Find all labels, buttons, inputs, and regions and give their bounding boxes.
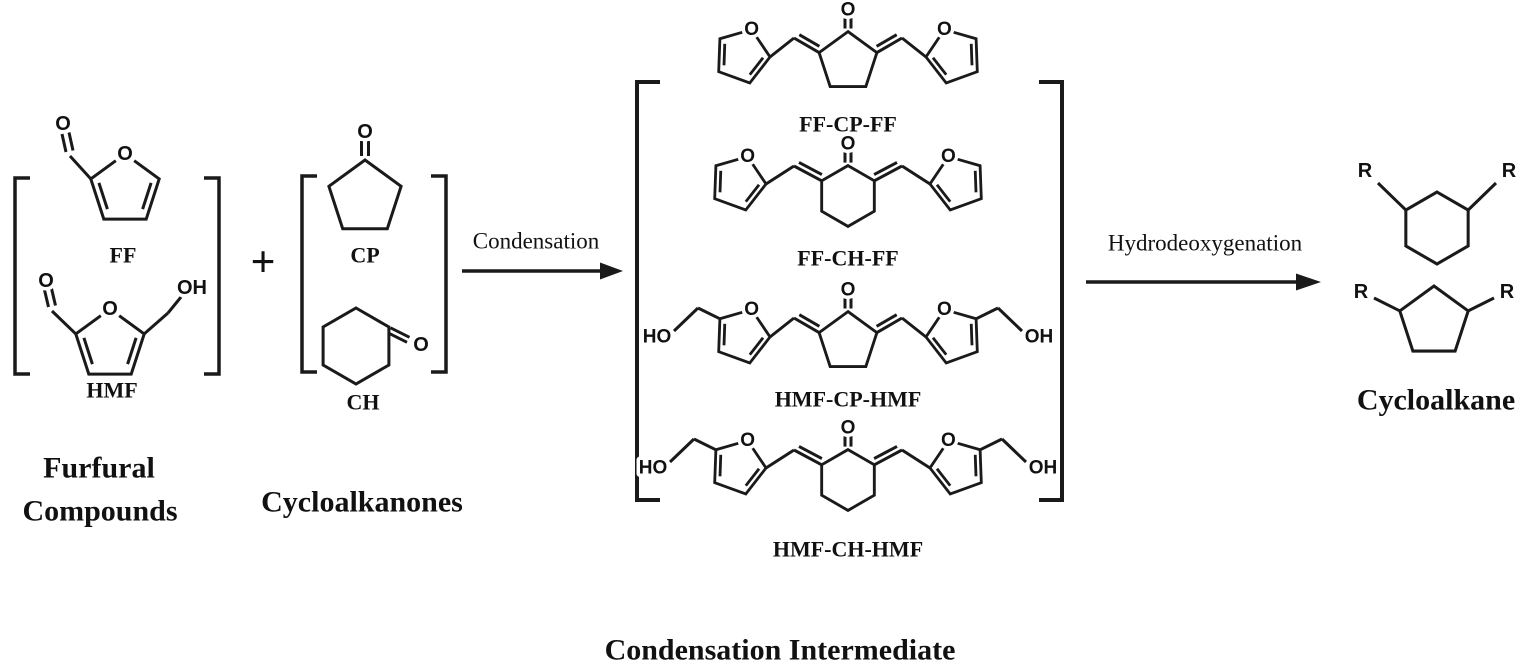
cp-bonds	[327, 141, 403, 231]
ff-ch-ff-ring	[820, 164, 876, 228]
furfural-caption-line1: Furfural	[43, 452, 155, 485]
hmf-ring-oxygen-label: O	[102, 298, 118, 320]
r-cyclohexane-structure: R R	[1354, 157, 1520, 266]
cp-label: CP	[350, 243, 379, 268]
ch-label: CH	[347, 390, 380, 415]
hmf-ch-hmf-bonds	[668, 434, 1028, 512]
hmf-cp-hmf-bonds	[672, 297, 1024, 368]
r-cyclopentane-bonds	[1373, 284, 1495, 353]
ch-structure: O CH	[321, 306, 432, 415]
hmf-cp-hmf-ring	[817, 310, 879, 368]
r-cyclohexane-right-r-label: R	[1502, 160, 1517, 182]
hmf-cp-hmf-label: HMF-CP-HMF	[775, 387, 922, 412]
r-cyclohexane-bonds	[1376, 181, 1498, 266]
r-cyclohexane-ring	[1404, 190, 1470, 266]
condensation-arrow-head	[600, 262, 623, 280]
cp-ring	[327, 158, 403, 231]
hmf-cp-hmf-carbonyl-oxygen-label: O	[841, 280, 856, 301]
hydrodeoxygenation-label: Hydrodeoxygenation	[1108, 231, 1303, 256]
hmf-ch-hmf-right-hydroxyl-label: OH	[1029, 458, 1058, 479]
left-bracket-cycloalkanones	[300, 174, 317, 374]
hmf-cp-hmf-left-furan	[707, 303, 777, 368]
furfural-caption-line2: Compounds	[22, 495, 177, 528]
ff-cp-ff-carbonyl-oxygen-label: O	[841, 0, 856, 21]
cycloalkane-caption: Cycloalkane	[1357, 384, 1515, 417]
right-bracket-furfural	[204, 176, 221, 376]
hmf-cp-hmf-right-furan-oxygen-label: O	[937, 299, 952, 320]
left-bracket-intermediates	[635, 80, 660, 502]
intermediates-group: O O O FF-CP-FF O O O FF-CH-FF	[605, 0, 1064, 667]
hmf-ch-hmf-left-furan-oxygen-label: O	[740, 430, 755, 451]
ch-ring	[321, 306, 391, 386]
hmf-ch-hmf-left-hydroxyl-label: HO	[639, 458, 668, 479]
r-cyclopentane-right-r-label: R	[1500, 281, 1515, 303]
ff-cp-ff-left-furan	[707, 23, 777, 88]
furfural-compounds-group: O O FF O O OH HMF Furfural Compounds	[13, 110, 221, 528]
hmf-cp-hmf-right-furan	[919, 303, 989, 368]
r-cyclopentane-structure: R R	[1350, 278, 1518, 353]
hmf-ch-hmf-carbonyl-oxygen-label: O	[841, 418, 856, 439]
hmf-hydroxyl-label: OH	[177, 277, 207, 299]
cycloalkane-group: R R R R Cycloalkane	[1350, 157, 1520, 417]
ff-ch-ff-carbonyl-oxygen-label: O	[841, 134, 856, 155]
ff-cp-ff-right-furan-oxygen-label: O	[937, 19, 952, 40]
right-bracket-cycloalkanones	[431, 174, 448, 374]
ff-ch-ff-label: FF-CH-FF	[797, 246, 898, 271]
plus-sign: +	[250, 238, 275, 287]
ff-cp-ff-bonds	[707, 17, 989, 89]
hmf-aldehyde-oxygen-label: O	[38, 270, 54, 292]
ff-furan-ring	[89, 159, 161, 221]
hmf-ch-hmf-ring	[820, 448, 876, 512]
ff-ch-ff-structure: O O O FF-CH-FF	[703, 130, 993, 271]
cp-structure: O CP	[327, 118, 403, 268]
hmf-ch-hmf-left-furan	[703, 434, 773, 499]
ff-ch-ff-right-furan-oxygen-label: O	[941, 146, 956, 167]
hydrodeoxygenation-step: Hydrodeoxygenation	[1086, 231, 1321, 291]
ff-cp-ff-label: FF-CP-FF	[799, 112, 897, 137]
hmf-ch-hmf-structure: O O O HO OH HMF-CH-HMF	[635, 414, 1061, 562]
hmf-cp-hmf-structure: O O O HO OH HMF-CP-HMF	[639, 276, 1057, 412]
intermediates-caption: Condensation Intermediate	[605, 634, 956, 667]
hmf-furan-ring	[74, 314, 146, 376]
ff-ch-ff-left-furan	[703, 150, 773, 215]
ff-aldehyde-oxygen-label: O	[55, 113, 71, 135]
ff-label: FF	[110, 243, 137, 268]
r-cyclohexane-left-r-label: R	[1358, 160, 1373, 182]
hmf-ch-hmf-label: HMF-CH-HMF	[773, 537, 923, 562]
hmf-cp-hmf-right-hydroxyl-label: OH	[1025, 327, 1054, 348]
cp-oxygen-label: O	[357, 121, 373, 143]
ff-cp-ff-structure: O O O FF-CP-FF	[707, 0, 989, 137]
hmf-cp-hmf-left-hydroxyl-label: HO	[643, 327, 672, 348]
ff-cp-ff-left-furan-oxygen-label: O	[744, 19, 759, 40]
hmf-label: HMF	[86, 378, 137, 403]
hydrodeoxygenation-arrow-head	[1296, 273, 1321, 291]
hmf-ch-hmf-right-furan-oxygen-label: O	[941, 430, 956, 451]
hmf-cp-hmf-left-furan-oxygen-label: O	[744, 299, 759, 320]
right-bracket-intermediates	[1039, 80, 1064, 502]
ff-ch-ff-left-furan-oxygen-label: O	[740, 146, 755, 167]
ch-bonds	[321, 306, 411, 386]
ff-ch-ff-right-furan	[923, 150, 993, 215]
ff-cp-ff-right-furan	[919, 23, 989, 88]
condensation-step: Condensation	[462, 229, 623, 280]
r-cyclopentane-left-r-label: R	[1354, 281, 1369, 303]
r-cyclopentane-ring	[1398, 284, 1470, 353]
ff-ring-oxygen-label: O	[117, 143, 133, 165]
ff-ch-ff-bonds	[703, 150, 993, 228]
cycloalkanones-group: O CP O CH Cycloalkanones	[261, 118, 463, 519]
ff-bonds	[60, 132, 161, 221]
cycloalkanones-caption: Cycloalkanones	[261, 486, 463, 519]
ff-cp-ff-ring	[817, 30, 879, 89]
hmf-bonds	[43, 288, 183, 376]
hmf-ch-hmf-right-furan	[923, 434, 993, 499]
ch-oxygen-label: O	[413, 334, 429, 356]
hmf-structure: O O OH HMF	[35, 267, 211, 403]
ff-structure: O O FF	[52, 110, 161, 268]
left-bracket-furfural	[13, 176, 30, 376]
condensation-label: Condensation	[473, 229, 600, 254]
